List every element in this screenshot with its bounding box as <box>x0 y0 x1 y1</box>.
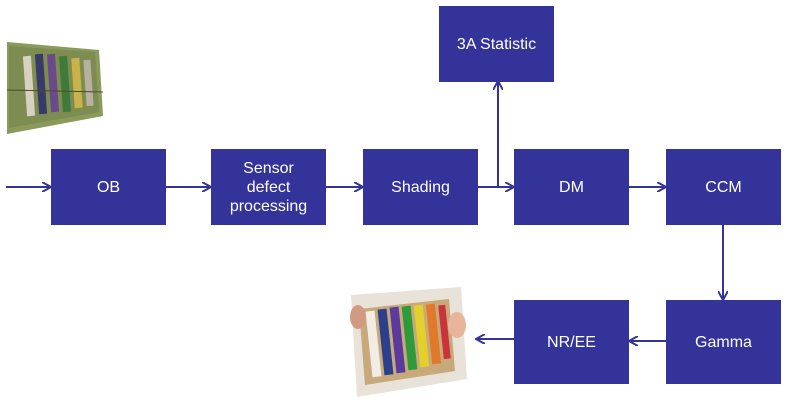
block-ccm: CCM <box>666 149 781 225</box>
block-gamma-label: Gamma <box>695 333 752 351</box>
block-ob: OB <box>51 149 166 225</box>
block-ccm-label: CCM <box>705 178 742 196</box>
block-gamma: Gamma <box>666 300 781 384</box>
block-dm: DM <box>514 149 629 225</box>
block-nr-ee: NR/EE <box>514 300 629 384</box>
block-sensor-defect-label: Sensor defect processing <box>229 159 308 215</box>
block-nr-ee-label: NR/EE <box>547 333 596 351</box>
block-shading: Shading <box>363 149 478 225</box>
output-processed-image <box>349 287 467 397</box>
block-ob-label: OB <box>96 178 121 196</box>
block-dm-label: DM <box>559 178 584 196</box>
block-sensor-defect-processing: Sensor defect processing <box>211 149 326 225</box>
input-raw-image <box>7 42 103 134</box>
block-3a-statistic-label: 3A Statistic <box>456 35 537 53</box>
block-3a-statistic: 3A Statistic <box>439 6 554 82</box>
block-shading-label: Shading <box>391 178 450 196</box>
